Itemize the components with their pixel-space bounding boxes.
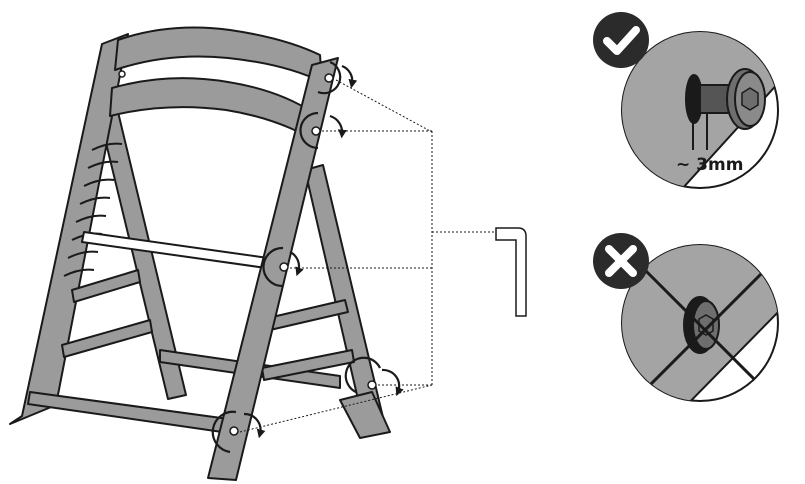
gap-label: ~ 3mm (676, 155, 743, 175)
front-footboard (28, 392, 236, 434)
front-left-leg (10, 34, 128, 424)
checkmark-badge (593, 12, 649, 68)
rear-leg-foot (340, 392, 390, 438)
hex-key-tool (496, 228, 526, 316)
front-step-2 (62, 320, 152, 357)
cross-badge (593, 233, 649, 289)
seat-bar (82, 232, 268, 268)
rear-step-upper (268, 300, 348, 330)
high-chair (10, 28, 390, 480)
backrest-lower (110, 78, 314, 140)
backrest-top (115, 28, 322, 82)
